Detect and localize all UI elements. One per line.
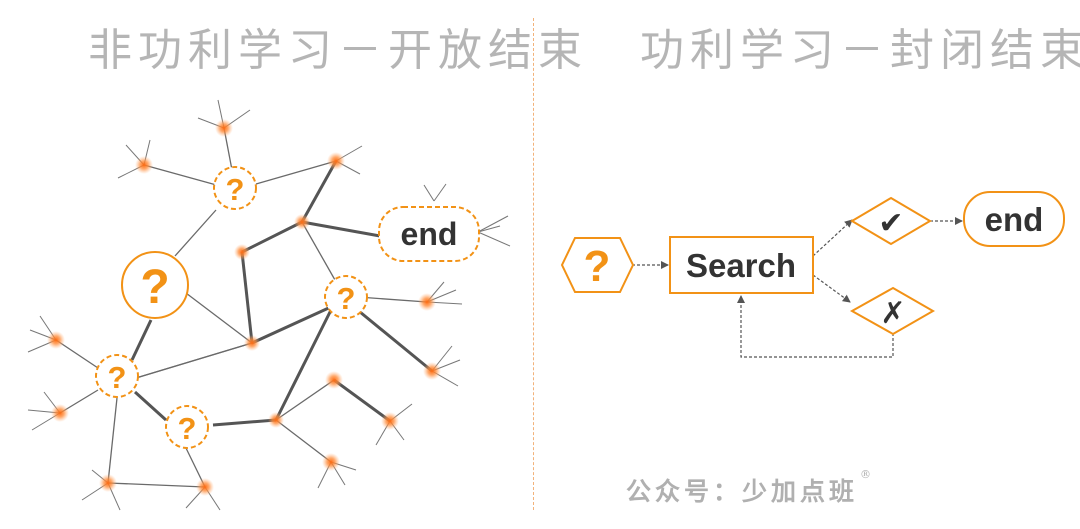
glow-node xyxy=(196,478,214,496)
question-node-top: ? xyxy=(213,166,257,210)
right-end-label: end xyxy=(985,201,1044,238)
panel-divider xyxy=(533,18,534,510)
glow-node xyxy=(294,214,310,230)
right-panel-title: 功利学习－封闭结束 xyxy=(640,25,1080,76)
glow-node xyxy=(322,453,340,471)
glow-node xyxy=(381,412,399,430)
open-ended-network: ? ? ? ? ? end xyxy=(27,99,511,511)
question-node-center-right: ? xyxy=(324,275,368,319)
glow-node xyxy=(51,404,69,422)
search-to-fail-arrow xyxy=(812,274,851,303)
glow-node xyxy=(47,331,65,349)
glow-node xyxy=(325,371,343,389)
left-panel-title: 非功利学习－开放结束 xyxy=(88,25,588,76)
success-diamond: ✔ xyxy=(850,196,932,246)
watermark: 公众号：少加点班® xyxy=(626,468,875,508)
glow-node xyxy=(418,293,436,311)
closed-flowchart: ? Search ✔ ✗ end xyxy=(560,191,1065,358)
network-outer-twigs xyxy=(27,99,511,511)
glow-node xyxy=(423,362,441,380)
start-question-hexagon: ? xyxy=(560,237,635,293)
left-end-node: end xyxy=(378,206,480,262)
fail-diamond: ✗ xyxy=(849,286,936,336)
search-to-success-arrow xyxy=(812,219,853,257)
search-label: Search xyxy=(686,247,796,284)
question-mark: ? xyxy=(226,172,245,207)
glow-node xyxy=(234,244,250,260)
fail-loop-back-arrow xyxy=(737,295,894,358)
question-mark: ? xyxy=(178,411,197,446)
right-end-node: end xyxy=(963,191,1065,247)
question-node-large: ? xyxy=(121,251,189,319)
search-box: Search xyxy=(669,236,814,294)
network-glow-nodes xyxy=(47,119,441,496)
left-end-label: end xyxy=(401,216,458,252)
question-mark: ? xyxy=(140,261,169,314)
start-question-label: ? xyxy=(584,242,611,291)
question-mark: ? xyxy=(108,360,127,395)
question-node-left: ? xyxy=(95,354,139,398)
glow-node xyxy=(268,412,284,428)
network-thick-edges xyxy=(130,160,433,427)
glow-node xyxy=(99,474,117,492)
watermark-text: 公众号：少加点班 xyxy=(626,477,859,506)
glow-node xyxy=(244,335,260,351)
cross-mark-icon: ✗ xyxy=(880,297,905,330)
glow-node xyxy=(327,152,345,170)
glow-node xyxy=(215,119,233,137)
check-mark-icon: ✔ xyxy=(878,207,903,240)
question-mark: ? xyxy=(337,281,356,316)
registered-mark: ® xyxy=(860,468,876,481)
question-node-bottom: ? xyxy=(165,405,209,449)
glow-node xyxy=(135,156,153,174)
flow-connectors xyxy=(632,217,963,358)
